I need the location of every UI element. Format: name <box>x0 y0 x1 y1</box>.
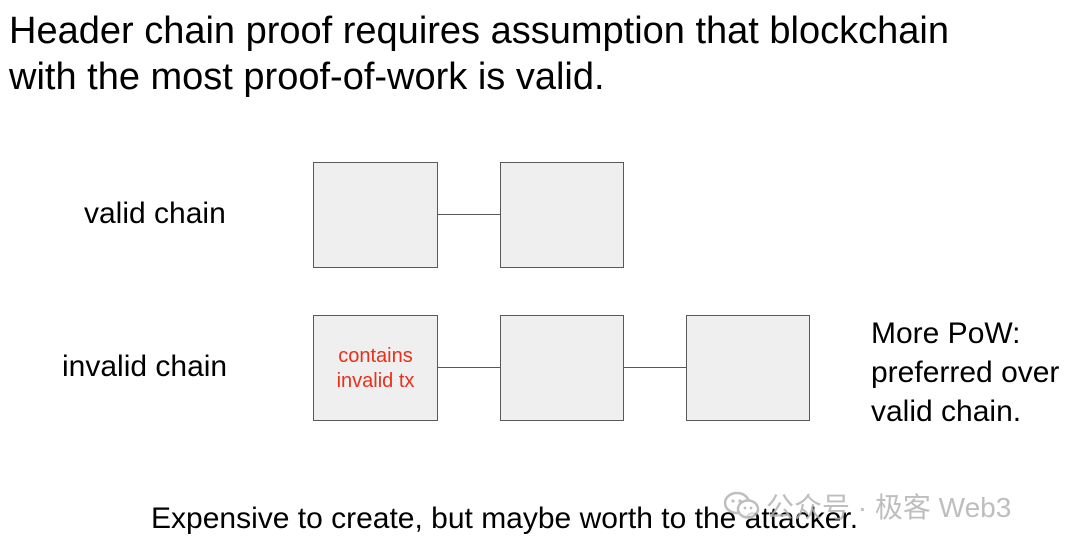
watermark: 公众号 · 极客 Web3 <box>724 486 1011 526</box>
valid-chain-block-1 <box>313 162 438 268</box>
invalid-chain-link-2 <box>624 367 686 368</box>
slide-title-line-2: with the most proof-of-work is valid. <box>9 56 605 98</box>
invalid-tx-note: contains invalid tx <box>314 344 437 394</box>
watermark-text: 公众号 · 极客 Web3 <box>766 492 1012 523</box>
invalid-chain-block-2 <box>500 315 624 421</box>
valid-chain-label: valid chain <box>84 197 226 230</box>
invalid-chain-block-3 <box>686 315 810 421</box>
invalid-chain-label: invalid chain <box>62 350 228 383</box>
valid-chain-link-1 <box>438 214 500 215</box>
more-pow-note: More PoW: preferred over valid chain. <box>871 314 1059 431</box>
valid-chain-block-2 <box>500 162 624 268</box>
slide-title-line-1: Header chain proof requires assumption t… <box>9 10 949 52</box>
wechat-icon <box>724 491 760 519</box>
invalid-tx-note-line-1: contains <box>338 345 413 367</box>
more-pow-note-line-3: valid chain. <box>871 395 1022 428</box>
more-pow-note-line-2: preferred over <box>871 356 1060 389</box>
invalid-chain-block-1: contains invalid tx <box>313 315 438 421</box>
invalid-tx-note-line-2: invalid tx <box>336 370 415 392</box>
invalid-chain-link-1 <box>438 367 500 368</box>
slide-title: Header chain proof requires assumption t… <box>9 8 1069 100</box>
more-pow-note-line-1: More PoW: <box>871 317 1021 350</box>
